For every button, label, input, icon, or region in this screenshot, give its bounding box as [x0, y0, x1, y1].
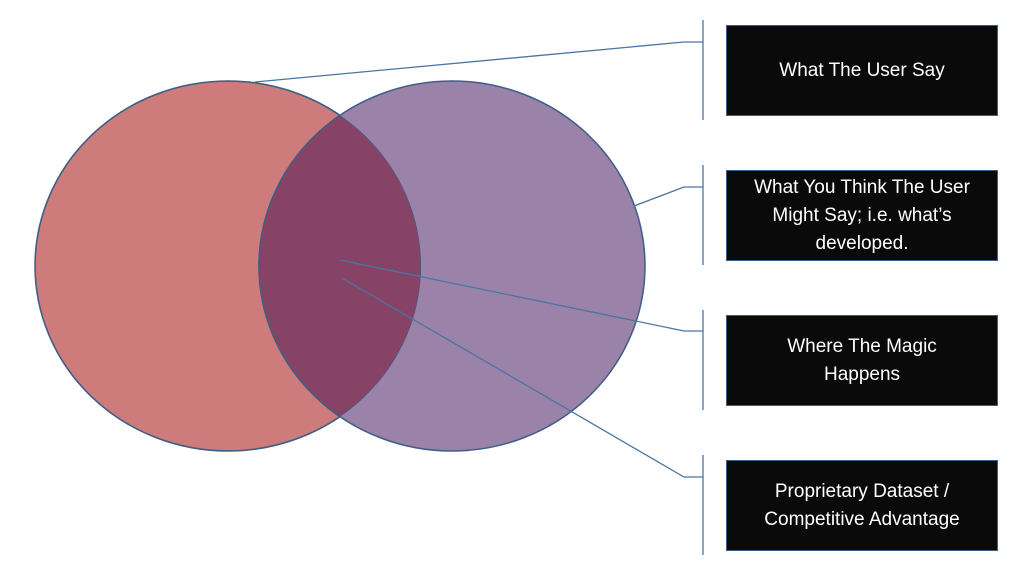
label-user-say-text: What The User Say [779, 59, 945, 81]
connector-proprietary [341, 277, 703, 478]
label-proprietary-text: Proprietary Dataset / Competitive Advant… [764, 480, 960, 530]
connector-user-say [254, 41, 703, 83]
label-magic: Where The Magic Happens [726, 315, 998, 406]
overlap-region [259, 81, 421, 451]
connector-you-think [633, 186, 703, 207]
connector-magic [339, 259, 703, 332]
label-proprietary: Proprietary Dataset / Competitive Advant… [726, 460, 998, 551]
label-you-think-text: What You Think The User Might Say; i.e. … [754, 176, 970, 254]
label-magic-text: Where The Magic Happens [787, 335, 937, 385]
label-user-say: What The User Say [726, 25, 998, 116]
right-circle-outline [258, 81, 421, 451]
label-you-think: What You Think The User Might Say; i.e. … [726, 170, 998, 261]
